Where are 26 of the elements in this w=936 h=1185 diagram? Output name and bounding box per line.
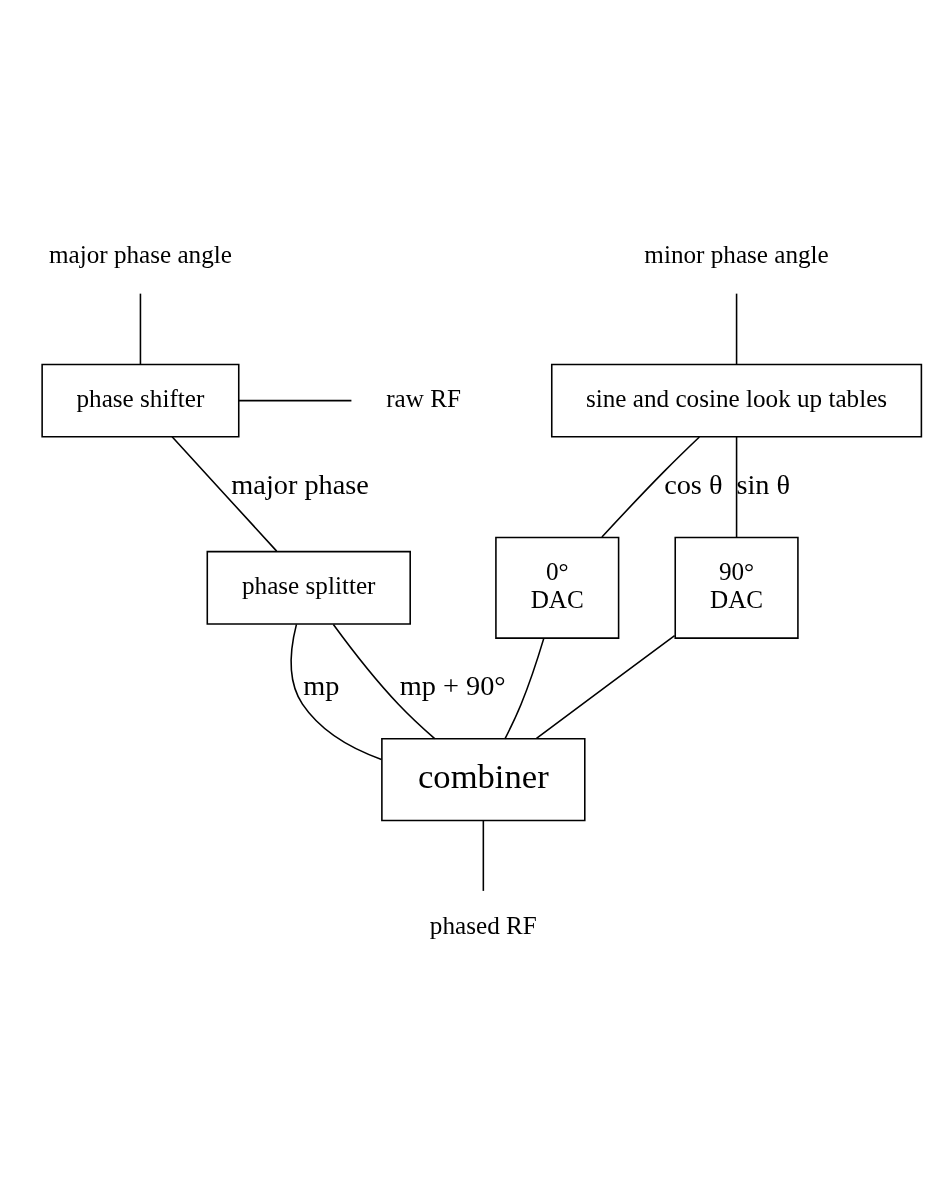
connector [139,292,142,366]
connector [332,623,436,740]
connector [601,436,701,538]
edge-label: sin θ [736,469,791,501]
node-box: sine and cosine look up tables [550,363,923,438]
node-text: major phase angle [48,241,232,269]
connector [290,623,383,761]
edge-label: major phase [231,469,369,501]
connector [735,292,738,366]
node-box: 0° DAC [495,536,620,639]
connector [238,399,353,402]
connector [535,634,676,740]
connector [482,820,485,892]
connector [504,637,545,740]
connector [735,436,738,538]
node-text: raw RF [386,384,461,412]
connector [171,436,278,552]
edge-label: mp [303,670,340,702]
edge-label: mp + 90° [399,670,506,702]
node-box: phase splitter [206,550,411,625]
node-box: phase shifter [41,363,240,438]
node-box: combiner [381,738,586,822]
node-box: 90° DAC [674,536,799,639]
edge-label: cos θ [664,469,723,501]
node-text: phased RF [429,911,537,939]
node-text: minor phase angle [644,241,829,269]
